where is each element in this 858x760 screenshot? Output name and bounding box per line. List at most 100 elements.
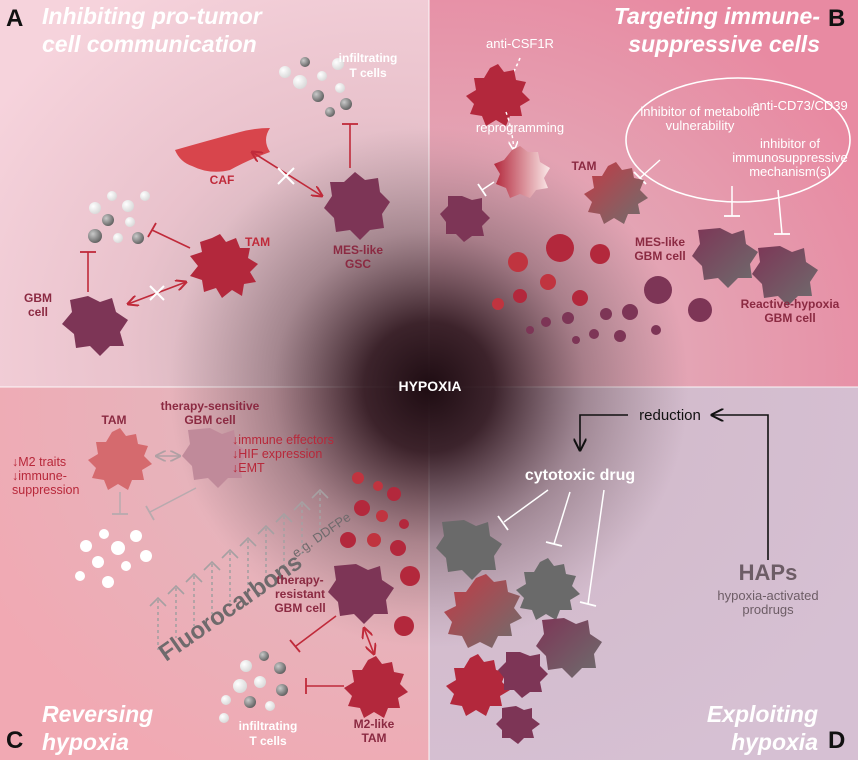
t-cell-cluster-top	[279, 57, 352, 117]
inhibit-reactive-b	[777, 189, 783, 235]
label-haps: HAPs	[739, 560, 798, 585]
tam-scatter-c	[340, 472, 420, 636]
label-tam-b: TAM	[571, 159, 596, 173]
t-cell-cluster-c-bottom	[219, 651, 288, 723]
resistant-gbm-cell-c	[328, 564, 394, 624]
label-sensitive-2: GBM cell	[184, 413, 235, 427]
resistant-inhibits-tcells	[295, 615, 337, 647]
label-infiltrating-c1: infiltrating	[239, 719, 298, 733]
letter-d: D	[828, 727, 845, 754]
label-mes-a2: GSC	[345, 257, 371, 271]
gbm-cell-d7	[496, 706, 540, 744]
quadrant-a: A Inhibiting pro-tumor cell communicatio…	[6, 3, 397, 356]
title-d-line2: hypoxia	[731, 729, 818, 755]
hypoxia-label: HYPOXIA	[398, 378, 461, 394]
label-m2-tam-2: TAM	[361, 731, 386, 745]
label-resistant-2: resistant	[275, 587, 325, 601]
title-b-line2: suppressive cells	[628, 31, 820, 57]
label-gbm-a1: GBM	[24, 291, 52, 305]
haps-to-reduction-arrow	[712, 415, 769, 560]
cell-scatter-b	[492, 234, 712, 344]
gbm-cell-a	[62, 296, 128, 356]
cross-mark-2	[149, 285, 165, 301]
drug-inhibit-3	[587, 489, 605, 605]
label-immuno-3: mechanism(s)	[749, 164, 831, 179]
reprogrammed-tam	[494, 146, 550, 198]
caf-cell	[175, 128, 270, 172]
tam-inhibits-tcells	[151, 229, 191, 249]
label-immune-2: suppression	[12, 483, 79, 497]
title-b-line1: Targeting immune-	[614, 3, 820, 29]
label-infiltrating-a2: T cells	[349, 66, 387, 80]
title-a-line1: Inhibiting pro-tumor	[42, 3, 263, 29]
label-metabolic-1: inhibitor of metabolic	[640, 104, 760, 119]
title-c-line1: Reversing	[42, 701, 153, 727]
resistant-tam-arrow	[364, 628, 374, 654]
mixed-tam-d3	[444, 574, 522, 648]
label-haps-desc-2: prodrugs	[742, 602, 794, 617]
gbm-cell-d6	[498, 652, 548, 698]
label-immune-1: ↓immune-	[12, 469, 67, 483]
label-effectors: ↓immune effectors	[232, 433, 334, 447]
label-m2-traits: ↓M2 traits	[12, 455, 66, 469]
label-resistant-1: therapy-	[276, 573, 323, 587]
grey-gbm-d1	[436, 520, 502, 580]
reduction-to-drug-arrow	[580, 414, 628, 450]
quadrant-d: D Exploiting hypoxia reduction cytotoxic…	[436, 407, 845, 755]
m2-like-tam-c	[344, 656, 408, 718]
label-tam-a: TAM	[245, 235, 270, 249]
label-resistant-3: GBM cell	[274, 601, 325, 615]
label-m2-tam-1: M2-like	[354, 717, 395, 731]
inhibitor-ellipse	[625, 77, 851, 203]
label-mes-b2: GBM cell	[634, 249, 685, 263]
inhibit-tam-b	[639, 159, 661, 179]
label-sensitive-1: therapy-sensitive	[161, 399, 260, 413]
label-infiltrating-a1: infiltrating	[339, 51, 398, 65]
drug-inhibit-1	[503, 489, 549, 523]
reactive-hypoxia-gbm-b	[752, 246, 818, 306]
title-d-line1: Exploiting	[707, 701, 818, 727]
label-anti-cd73: anti-CD73/CD39	[752, 98, 847, 113]
title-a-line2: cell communication	[42, 31, 257, 57]
mes-like-gbm-b	[692, 228, 758, 288]
label-tam-c: TAM	[101, 413, 126, 427]
cross-mark-1	[277, 167, 295, 185]
title-c-line2: hypoxia	[42, 729, 129, 755]
letter-c: C	[6, 727, 23, 754]
letter-b: B	[828, 5, 845, 32]
label-reprogramming: reprogramming	[476, 120, 564, 135]
tam-cell-d5	[446, 654, 510, 716]
mes-like-gsc-cell	[324, 172, 390, 240]
label-mes-b1: MES-like	[635, 235, 685, 249]
gbm-cell-b-left	[440, 196, 490, 242]
sensitive-gbm-cell-c	[182, 428, 248, 488]
label-caf: CAF	[210, 173, 235, 187]
label-reduction: reduction	[639, 407, 701, 424]
tam-cell-b-mixed	[584, 162, 648, 224]
label-emt: ↓EMT	[232, 461, 265, 475]
label-mes-a1: MES-like	[333, 243, 383, 257]
oxygen-chevrons	[149, 488, 329, 650]
label-infiltrating-c2: T cells	[249, 734, 287, 748]
label-metabolic-2: vulnerability	[666, 118, 735, 133]
t-cell-cluster-c-white	[75, 529, 152, 588]
letter-a: A	[6, 5, 23, 32]
label-immuno-2: immunosuppressive	[732, 150, 848, 165]
label-reactive-2: GBM cell	[764, 311, 815, 325]
label-hif: ↓HIF expression	[232, 447, 322, 461]
tam-cell-a	[190, 234, 258, 298]
tam-cell-b-top	[466, 64, 530, 126]
quadrant-b: B Targeting immune- suppressive cells an…	[440, 3, 851, 344]
reprogramming-arrow	[505, 111, 514, 150]
label-reactive-1: Reactive-hypoxia	[741, 297, 840, 311]
grey-tam-d2	[516, 558, 580, 620]
label-haps-desc-1: hypoxia-activated	[717, 588, 818, 603]
mixed-gbm-d4	[536, 618, 602, 678]
t-cell-cluster-left	[88, 191, 150, 244]
label-gbm-a2: cell	[28, 305, 48, 319]
drug-inhibit-2	[553, 491, 571, 545]
label-anti-csf1r: anti-CSF1R	[486, 36, 554, 51]
tam-cell-c	[88, 428, 152, 490]
label-cytotoxic: cytotoxic drug	[525, 467, 635, 484]
